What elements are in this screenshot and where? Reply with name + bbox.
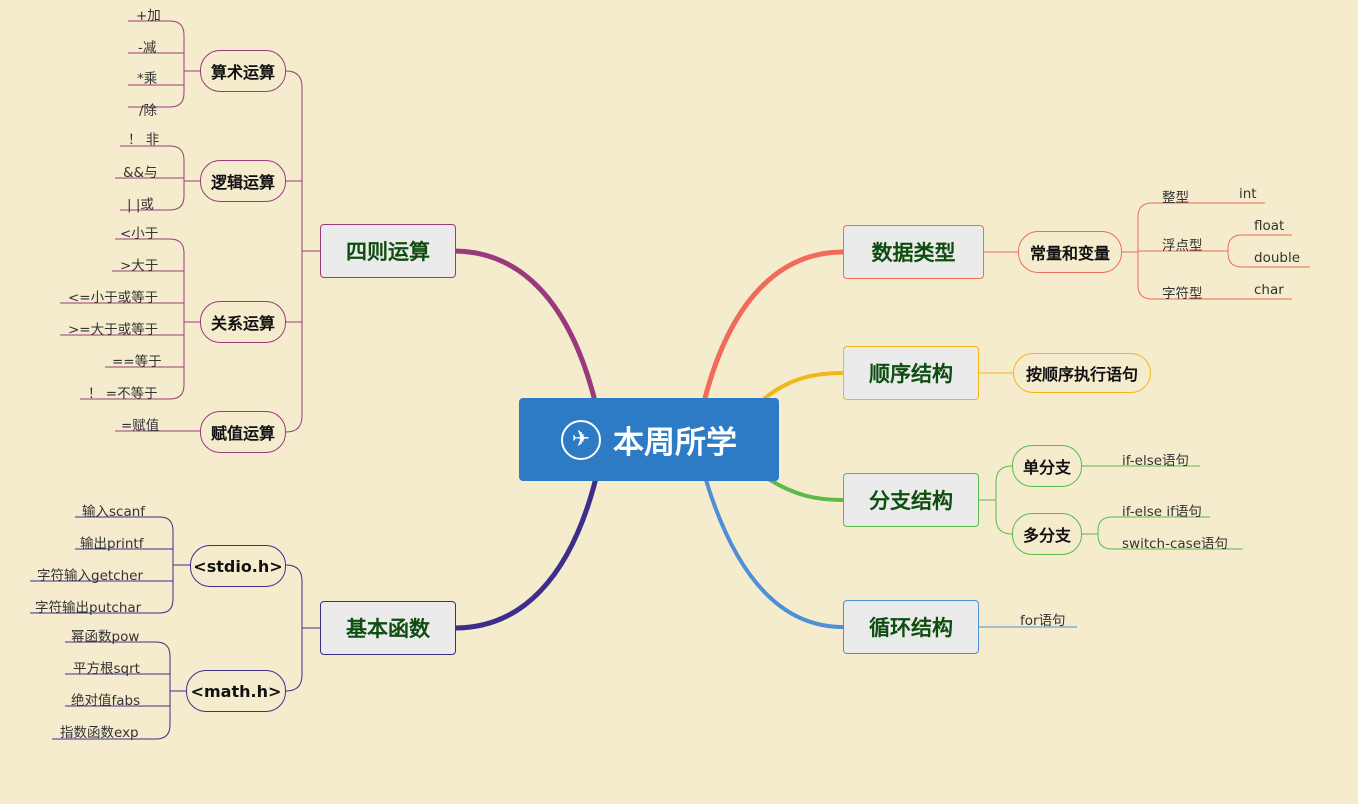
leaf-if-else[interactable]: if-else语句 bbox=[1122, 453, 1190, 469]
leaf-sub[interactable]: -减 bbox=[138, 40, 157, 56]
link-branch bbox=[768, 478, 845, 502]
datatypes-links bbox=[983, 202, 1310, 300]
link-sequence bbox=[763, 371, 845, 400]
root-topic[interactable]: ✈ 本周所学 bbox=[519, 398, 779, 481]
leaf-if-else-if[interactable]: if-else if语句 bbox=[1122, 504, 1202, 520]
leaf-eq[interactable]: ==等于 bbox=[112, 354, 162, 370]
root-title: 本周所学 bbox=[613, 425, 737, 461]
subtopic-multi-branch[interactable]: 多分支 bbox=[1012, 513, 1082, 555]
leaf-or[interactable]: | |或 bbox=[127, 197, 154, 213]
subtopic-math[interactable]: <math.h> bbox=[186, 670, 286, 712]
leaf-sqrt[interactable]: 平方根sqrt bbox=[73, 661, 140, 677]
leaf-printf[interactable]: 输出printf bbox=[80, 536, 144, 552]
subtopic-const-var[interactable]: 常量和变量 bbox=[1018, 231, 1122, 273]
functions-links bbox=[30, 516, 320, 740]
leaf-ge[interactable]: >=大于或等于 bbox=[68, 322, 159, 338]
leaf-type-char-label[interactable]: 字符型 bbox=[1162, 286, 1203, 302]
leaf-assign[interactable]: =赋值 bbox=[121, 418, 160, 434]
link-functions bbox=[452, 475, 599, 631]
branch-links bbox=[978, 465, 1243, 550]
leaf-double[interactable]: double bbox=[1254, 250, 1301, 266]
leaf-fabs[interactable]: 绝对值fabs bbox=[71, 693, 141, 709]
leaf-putchar[interactable]: 字符输出putchar bbox=[35, 600, 142, 616]
link-arithmetic bbox=[452, 248, 599, 408]
leaf-not[interactable]: ！ 非 bbox=[128, 132, 160, 148]
leaf-mul[interactable]: *乘 bbox=[137, 71, 158, 87]
leaf-scanf[interactable]: 输入scanf bbox=[82, 504, 146, 520]
leaf-pow[interactable]: 幂函数pow bbox=[71, 629, 140, 645]
leaf-gt[interactable]: >大于 bbox=[120, 258, 159, 274]
subtopic-arith-assign[interactable]: 赋值运算 bbox=[200, 411, 286, 453]
leaf-and[interactable]: &&与 bbox=[123, 165, 158, 181]
leaf-char[interactable]: char bbox=[1254, 282, 1284, 298]
leaf-ne[interactable]: ！ =不等于 bbox=[88, 386, 158, 402]
leaf-exp[interactable]: 指数函数exp bbox=[60, 725, 139, 741]
leaf-lt[interactable]: <小于 bbox=[120, 226, 159, 242]
leaf-add[interactable]: +加 bbox=[136, 8, 161, 24]
topic-datatypes[interactable]: 数据类型 bbox=[843, 225, 984, 279]
leaf-type-int-label[interactable]: 整型 bbox=[1162, 190, 1189, 206]
arithmetic-links bbox=[60, 20, 320, 433]
leaf-getcher[interactable]: 字符输入getcher bbox=[37, 568, 144, 584]
subtopic-stdio[interactable]: <stdio.h> bbox=[190, 545, 286, 587]
leaf-int[interactable]: int bbox=[1239, 186, 1257, 202]
topic-loop[interactable]: 循环结构 bbox=[843, 600, 979, 654]
topic-sequence[interactable]: 顺序结构 bbox=[843, 346, 979, 400]
leaf-float[interactable]: float bbox=[1254, 218, 1285, 234]
airplane-icon: ✈ bbox=[561, 419, 601, 460]
link-datatypes bbox=[701, 249, 846, 405]
leaf-div[interactable]: /除 bbox=[139, 103, 158, 119]
topic-arithmetic[interactable]: 四则运算 bbox=[320, 224, 456, 278]
leaf-le[interactable]: <=小于或等于 bbox=[68, 290, 159, 306]
leaf-for[interactable]: for语句 bbox=[1020, 613, 1066, 629]
leaf-type-float-label[interactable]: 浮点型 bbox=[1162, 238, 1203, 254]
subtopic-arith-relation[interactable]: 关系运算 bbox=[200, 301, 286, 343]
subtopic-arith-logic[interactable]: 逻辑运算 bbox=[200, 160, 286, 202]
subtopic-single-branch[interactable]: 单分支 bbox=[1012, 445, 1082, 487]
topic-functions[interactable]: 基本函数 bbox=[320, 601, 456, 655]
subtopic-sequential[interactable]: 按顺序执行语句 bbox=[1013, 353, 1151, 393]
topic-branch[interactable]: 分支结构 bbox=[843, 473, 979, 527]
subtopic-arith-math[interactable]: 算术运算 bbox=[200, 50, 286, 92]
link-loop bbox=[704, 478, 845, 629]
leaf-switch-case[interactable]: switch-case语句 bbox=[1122, 536, 1229, 552]
